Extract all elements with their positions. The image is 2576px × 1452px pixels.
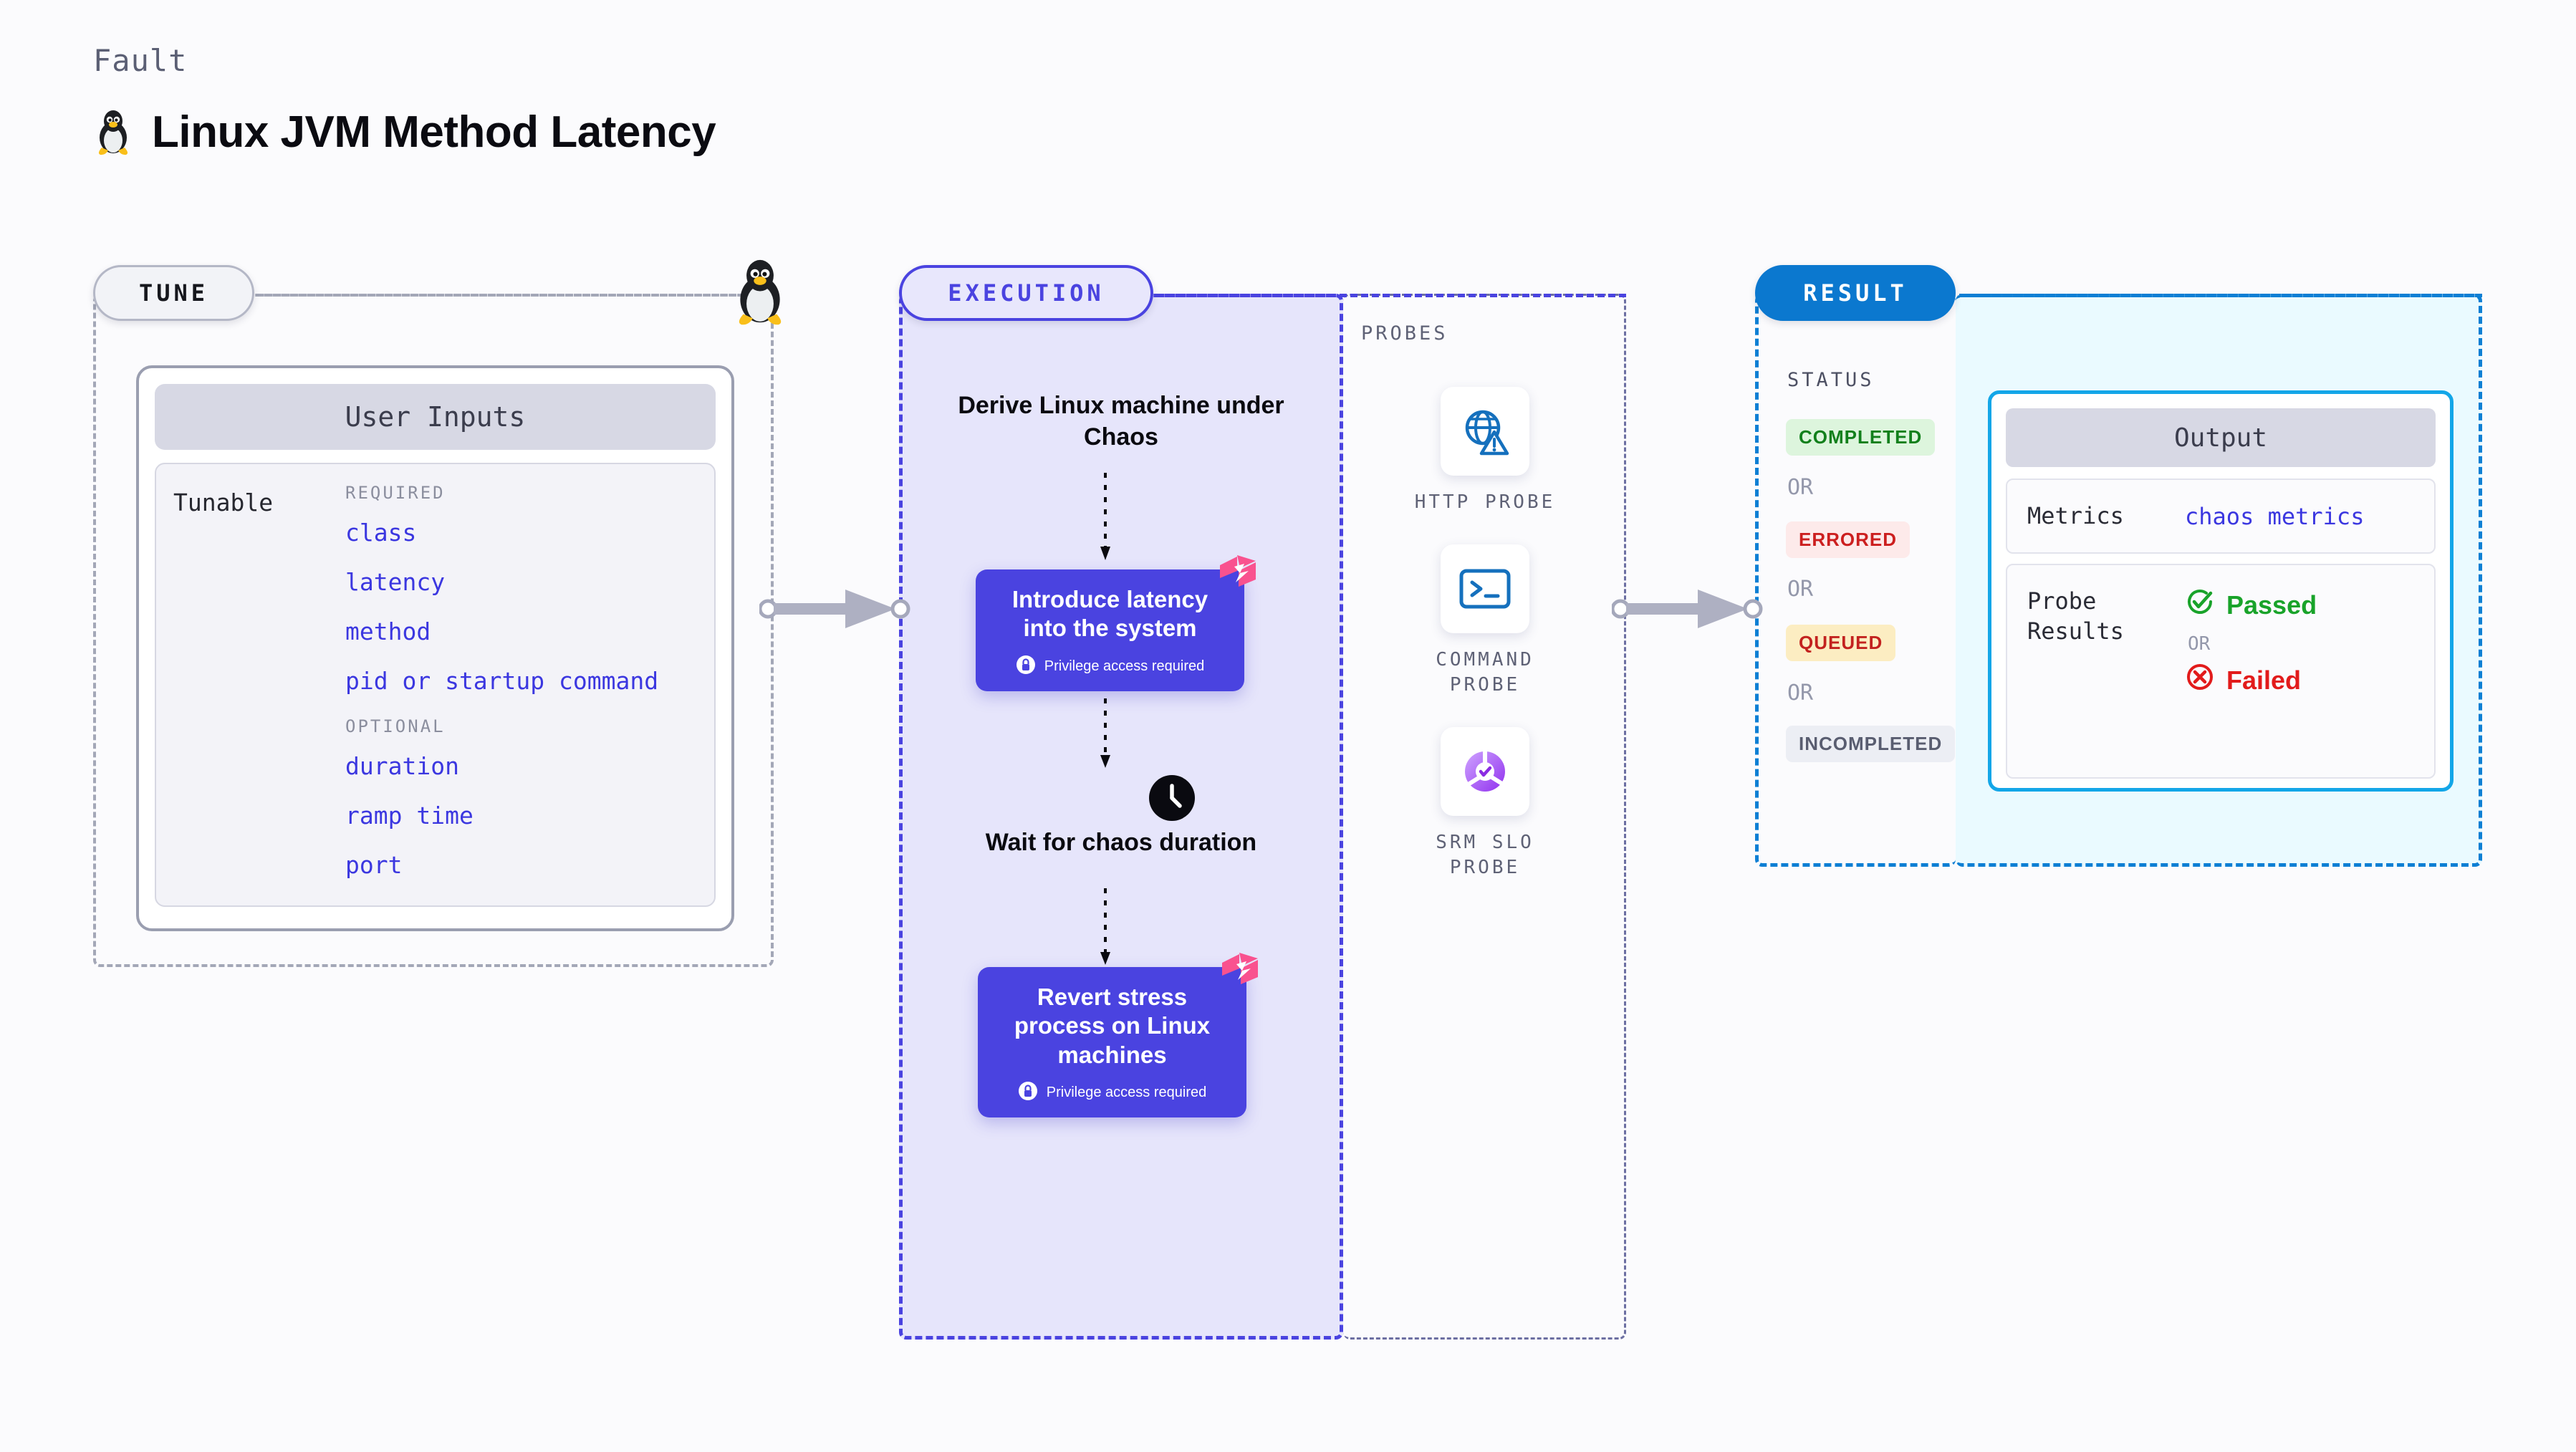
status-title: STATUS (1787, 369, 1875, 391)
tunable-params-list: REQUIRED class latency method pid or sta… (345, 483, 658, 905)
metrics-value[interactable]: chaos metrics (2185, 502, 2365, 530)
passed-label: Passed (2226, 590, 2317, 620)
param-ramp-time[interactable]: ramp time (345, 802, 474, 830)
param-port[interactable]: port (345, 851, 403, 879)
probe-http[interactable]: HTTP PROBE (1395, 387, 1575, 515)
metrics-row: Metrics chaos metrics (2006, 479, 2436, 554)
flow-arrow-3 (1098, 888, 1112, 971)
privilege-row: Privilege access required (992, 1081, 1232, 1105)
connector-tune-to-execution (758, 584, 913, 638)
required-group-title: REQUIRED (345, 483, 446, 503)
title-row: Linux JVM Method Latency (93, 107, 716, 158)
param-pid-or-startup-command[interactable]: pid or startup command (345, 667, 659, 695)
flow-arrow-2 (1098, 698, 1112, 774)
failed-label: Failed (2226, 665, 2302, 695)
tunable-label: Tunable (173, 489, 274, 516)
execution-step-wait-duration: Wait for chaos duration (985, 829, 1257, 856)
globe-warning-icon (1441, 387, 1529, 476)
user-inputs-card: User Inputs Tunable REQUIRED class laten… (136, 365, 734, 931)
status-badge-errored: ERRORED (1786, 521, 1911, 558)
harness-logo-icon (1218, 947, 1262, 995)
tune-section-pill[interactable]: TUNE (93, 265, 254, 321)
probe-results-row: Probe Results Passed OR (2006, 564, 2436, 779)
probe-srm-slo[interactable]: SRM SLO PROBE (1395, 727, 1575, 880)
tune-boundary-dash (258, 294, 745, 297)
clock-icon (1148, 774, 1196, 826)
probe-results-key: Probe Results (2027, 587, 2124, 645)
status-badge-completed: COMPLETED (1786, 419, 1936, 456)
page-title: Linux JVM Method Latency (152, 107, 716, 157)
status-or-3: OR (1787, 681, 1814, 706)
probe-label: SRM SLO PROBE (1436, 832, 1534, 879)
execution-boundary-dash (1157, 294, 1626, 297)
fault-eyebrow-label: Fault (93, 43, 188, 78)
param-method[interactable]: method (345, 617, 431, 645)
execution-section-pill[interactable]: EXECUTION (899, 265, 1153, 321)
execution-action-revert-stress[interactable]: Revert stress process on Linux machines … (978, 953, 1258, 1117)
lock-icon (1016, 655, 1036, 678)
terminal-icon (1441, 544, 1529, 633)
harness-logo-icon (1216, 549, 1260, 597)
probe-command[interactable]: COMMAND PROBE (1395, 544, 1575, 698)
result-section-boundary (1755, 294, 1956, 867)
status-or-1: OR (1787, 475, 1814, 500)
execution-step-derive-machine: Derive Linux machine under Chaos (958, 392, 1284, 451)
probes-section-title: PROBES (1361, 322, 1448, 345)
status-badge-incompleted: INCOMPLETED (1786, 726, 1956, 762)
probe-result-failed: Failed (2185, 662, 2317, 698)
tunable-panel: Tunable REQUIRED class latency method pi… (155, 463, 716, 907)
result-boundary-dash (1959, 294, 2482, 297)
param-class[interactable]: class (345, 519, 417, 547)
status-or-2: OR (1787, 577, 1814, 602)
optional-group-title: OPTIONAL (345, 716, 446, 736)
probe-result-or: OR (2188, 633, 2211, 655)
result-section-pill[interactable]: RESULT (1755, 265, 1956, 321)
linux-tux-marker-icon (731, 258, 789, 330)
param-latency[interactable]: latency (345, 568, 446, 596)
metrics-key: Metrics (2027, 501, 2124, 529)
probe-results-values: Passed OR Failed (2185, 587, 2317, 777)
flow-arrow-1 (1098, 473, 1112, 566)
connector-execution-to-result (1610, 584, 1766, 638)
linux-tux-icon (93, 109, 133, 156)
action-title: Introduce latency into the system (1011, 586, 1208, 642)
probe-label: COMMAND PROBE (1436, 649, 1534, 696)
param-duration[interactable]: duration (345, 752, 459, 780)
probe-result-passed: Passed (2185, 587, 2317, 623)
execution-action-introduce-latency[interactable]: Introduce latency into the system Privil… (976, 555, 1256, 691)
privilege-note: Privilege access required (1044, 658, 1205, 674)
check-circle-icon (2185, 587, 2215, 623)
status-badge-queued: QUEUED (1786, 625, 1896, 661)
x-circle-icon (2185, 662, 2215, 698)
privilege-note: Privilege access required (1046, 1084, 1207, 1100)
output-card: Output Metrics chaos metrics Probe Resul… (1988, 390, 2454, 792)
lock-icon (1018, 1081, 1038, 1105)
srm-slo-icon (1441, 727, 1529, 816)
action-title: Revert stress process on Linux machines (1014, 984, 1211, 1068)
privilege-row: Privilege access required (990, 655, 1230, 678)
probe-label: HTTP PROBE (1414, 491, 1556, 513)
output-header: Output (2006, 408, 2436, 467)
page-header: Fault Linux JVM Method Latency (93, 43, 716, 158)
execution-section-boundary (899, 294, 1343, 1340)
user-inputs-header: User Inputs (155, 384, 716, 450)
